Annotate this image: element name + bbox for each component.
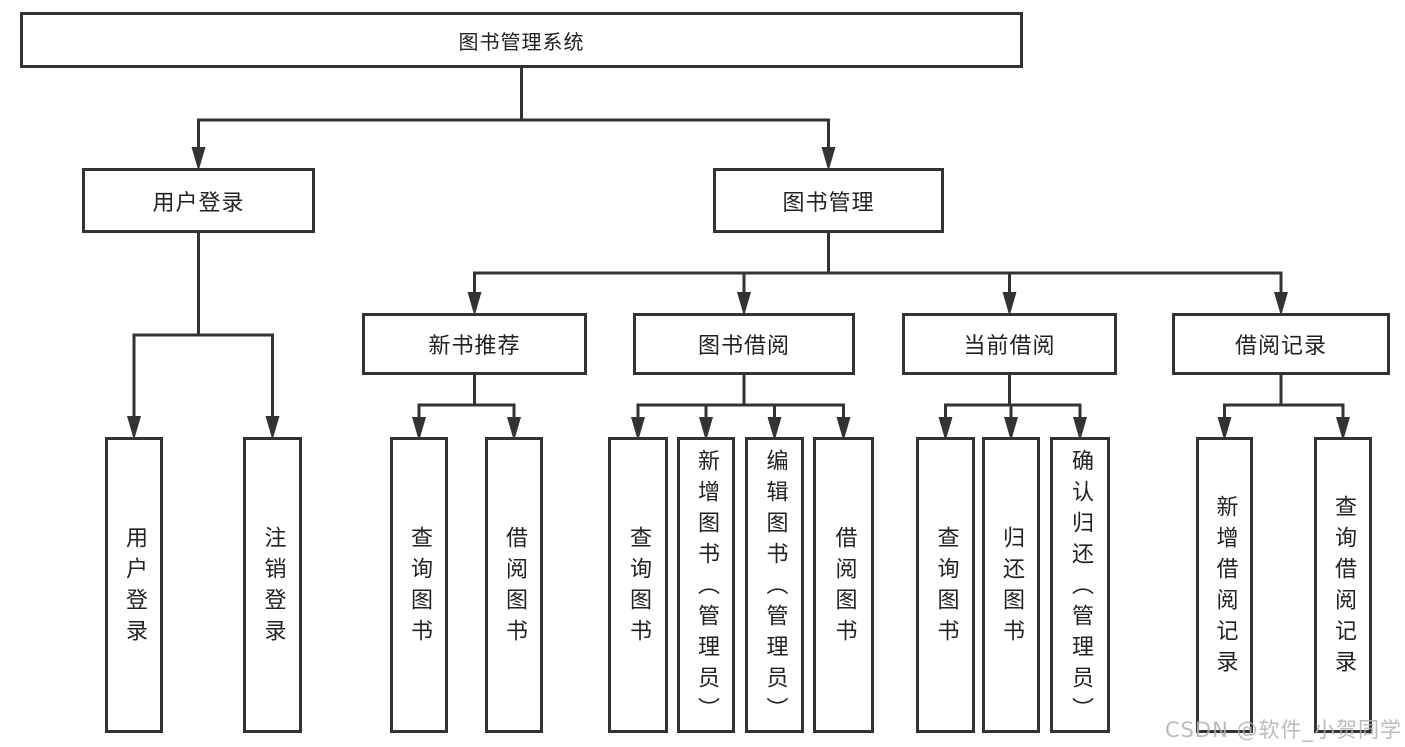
leaf-add-book-admin: 新增图书（管理员） bbox=[677, 437, 735, 733]
node-user-login: 用户登录 bbox=[82, 168, 315, 233]
leaf-confirm-return-admin: 确认归还（管理员） bbox=[1050, 437, 1110, 733]
leaf-borrow-books-newrec: 借阅图书 bbox=[485, 437, 543, 733]
node-new-book-recommendation: 新书推荐 bbox=[362, 313, 587, 375]
leaf-query-borrow-record: 查询借阅记录 bbox=[1314, 437, 1372, 733]
leaf-return-books: 归还图书 bbox=[982, 437, 1040, 733]
leaf-query-books-borrow: 查询图书 bbox=[608, 437, 668, 733]
node-book-borrowing: 图书借阅 bbox=[633, 313, 855, 375]
node-book-management: 图书管理 bbox=[713, 168, 944, 233]
node-current-borrowing: 当前借阅 bbox=[902, 313, 1117, 375]
leaf-query-books-current: 查询图书 bbox=[916, 437, 975, 733]
leaf-user-login: 用户登录 bbox=[105, 437, 163, 733]
leaf-borrow-books: 借阅图书 bbox=[813, 437, 874, 733]
leaf-edit-book-admin: 编辑图书（管理员） bbox=[745, 437, 804, 733]
watermark: CSDN @软件_小贺同学 bbox=[1164, 718, 1402, 742]
leaf-add-borrow-record: 新增借阅记录 bbox=[1196, 437, 1253, 733]
node-borrowing-records: 借阅记录 bbox=[1172, 313, 1390, 375]
leaf-query-books-newrec: 查询图书 bbox=[390, 437, 448, 733]
leaf-logout: 注销登录 bbox=[243, 437, 302, 733]
node-library-management-system: 图书管理系统 bbox=[20, 12, 1023, 68]
